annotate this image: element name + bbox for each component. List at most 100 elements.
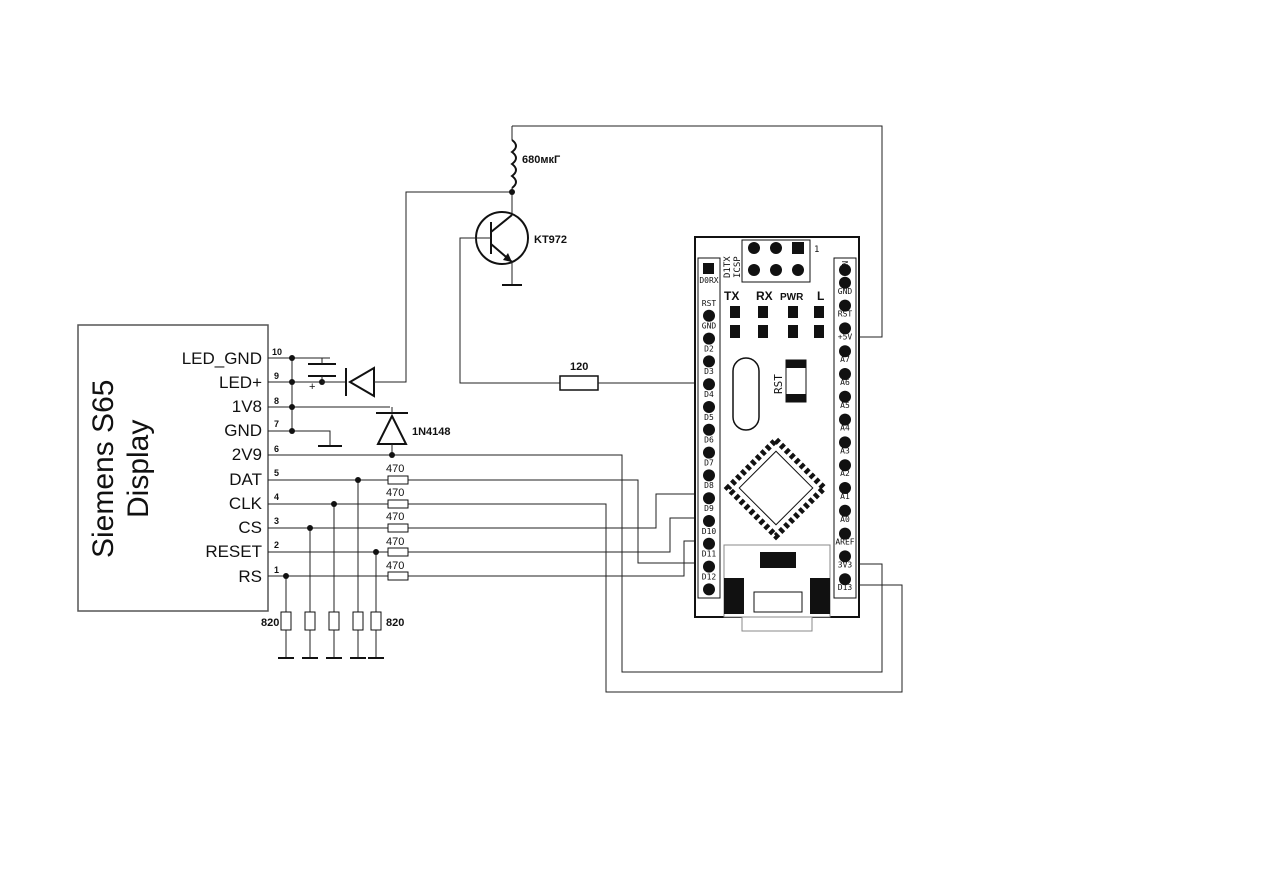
board-right-pin <box>839 345 851 358</box>
r470-reset-label: 470 <box>386 536 404 548</box>
board-right-pin-label: +5V <box>838 332 853 341</box>
board-left-pin <box>703 423 715 436</box>
board-left-pin-label: D9 <box>704 504 714 513</box>
board-left-pin-label: D7 <box>704 458 714 467</box>
pin-label-gnd: GND <box>224 421 262 440</box>
led-rx-label: RX <box>756 289 773 303</box>
board-left-pin <box>703 537 715 550</box>
pin-num-9: 9 <box>274 371 279 381</box>
board-right-pin <box>839 459 851 472</box>
diode-label: 1N4148 <box>412 426 451 438</box>
board-left-pin-label: D11 <box>702 550 717 559</box>
r470-dat-label: 470 <box>386 463 404 475</box>
board-left-pin <box>703 583 715 596</box>
signal-wiring: 470 470 470 470 470 <box>268 463 903 693</box>
board-right-pin <box>839 299 851 312</box>
svg-text:+: + <box>309 381 315 393</box>
board-right-pin-label: A1 <box>840 492 850 501</box>
pin-label-cs: CS <box>238 518 262 537</box>
board-right-pin-label: A0 <box>840 515 850 524</box>
board-left-pin-label: D5 <box>704 413 714 422</box>
board-right-pin-label: A2 <box>840 469 850 478</box>
board-left-pin <box>703 492 715 505</box>
pin-label-clk: CLK <box>229 494 263 513</box>
board-right-pin <box>839 527 851 540</box>
board-left-pin-label: RST <box>702 299 717 308</box>
board-right-pin-label: GND <box>838 287 853 296</box>
r820-left-label: 820 <box>261 617 279 629</box>
board-right-pin <box>839 390 851 403</box>
board-pin-headers: D0RXRSTGNDD2D3D4D5D6D7D8D9D10D11D12VINGN… <box>699 261 855 596</box>
pin-label-reset: RESET <box>205 542 262 561</box>
led-diode <box>322 191 512 398</box>
icsp-label: ICSP <box>733 256 743 278</box>
board-right-pin <box>839 368 851 380</box>
pin-num-6: 6 <box>274 444 279 454</box>
display-title-line1: Siemens S65 <box>87 380 120 558</box>
pin-label-rs: RS <box>238 567 262 586</box>
reset-button-label: RST <box>772 374 785 394</box>
board-right-pin-label: RST <box>838 310 853 319</box>
board-left-pin <box>703 355 715 368</box>
power-wiring <box>268 355 883 673</box>
board-left-pin <box>703 515 715 527</box>
board-left-pin-label: D10 <box>702 527 717 536</box>
icsp-pin1-label: 1 <box>814 245 819 255</box>
pin-label-1v8: 1V8 <box>232 397 262 416</box>
arduino-nano-board: 1 D1TX ICSP TX RX PWR L RST <box>694 236 860 632</box>
pulldown-resistors: 820 820 <box>261 477 404 659</box>
board-right-pin-label: AREF <box>835 538 854 547</box>
board-right-pin <box>839 322 851 335</box>
transistor-kt972: KT972 <box>459 211 567 384</box>
pin-label-2v9: 2V9 <box>232 445 262 464</box>
r470-clk-label: 470 <box>386 487 404 499</box>
board-left-pin-label: D0RX <box>699 276 718 285</box>
board-left-pin <box>703 469 715 482</box>
board-right-pin <box>839 264 851 276</box>
pin-num-3: 3 <box>274 516 279 526</box>
board-left-pin-label: D2 <box>704 344 714 353</box>
resistor-120: 120 <box>559 361 708 391</box>
r470-rs-label: 470 <box>386 560 404 572</box>
display-title-line2: Display <box>122 420 155 518</box>
board-left-pin-label: D8 <box>704 481 714 490</box>
board-right-pin-label: D13 <box>838 583 853 592</box>
r470-cs-label: 470 <box>386 511 404 523</box>
pin-label-led-gnd: LED_GND <box>182 349 262 368</box>
board-left-pin <box>703 378 715 391</box>
display-pin-labels: LED_GND LED+ 1V8 GND 2V9 DAT CLK CS RESE… <box>182 347 282 586</box>
board-left-pin-label: GND <box>702 322 717 331</box>
pin-label-led-plus: LED+ <box>219 373 262 392</box>
board-left-pin <box>703 560 715 573</box>
pin-num-1: 1 <box>274 565 279 575</box>
led-pwr-label: PWR <box>780 292 804 303</box>
board-right-pin <box>839 482 851 494</box>
pin-num-4: 4 <box>274 492 279 502</box>
board-right-pin <box>839 504 851 517</box>
board-right-pin-label: 3V3 <box>838 560 853 569</box>
board-left-pin-label: D4 <box>704 390 714 399</box>
resistor-120-label: 120 <box>570 361 588 373</box>
board-left-pin-label: D12 <box>702 572 717 581</box>
board-right-pin-label: A5 <box>840 401 850 410</box>
board-left-pin <box>703 309 715 322</box>
transistor-label: KT972 <box>534 234 567 246</box>
board-right-pin <box>839 550 851 563</box>
pin-num-7: 7 <box>274 419 279 429</box>
r820-right-label: 820 <box>386 617 404 629</box>
led-tx-label: TX <box>724 289 739 303</box>
board-right-pin <box>839 413 851 426</box>
board-left-pin <box>703 401 715 413</box>
led-l-label: L <box>817 289 824 303</box>
board-right-pin-label: A3 <box>840 446 850 455</box>
board-right-pin <box>839 573 851 586</box>
board-right-pin-label: A4 <box>840 424 850 433</box>
diode-1n4148: 1N4148 <box>376 407 451 458</box>
capacitor: + <box>308 358 336 393</box>
board-left-pin <box>703 446 715 459</box>
board-right-pin-label: A7 <box>840 355 850 364</box>
board-left-pin-label: D3 <box>704 367 714 376</box>
board-right-pin <box>839 276 851 289</box>
pin-num-8: 8 <box>274 396 279 406</box>
